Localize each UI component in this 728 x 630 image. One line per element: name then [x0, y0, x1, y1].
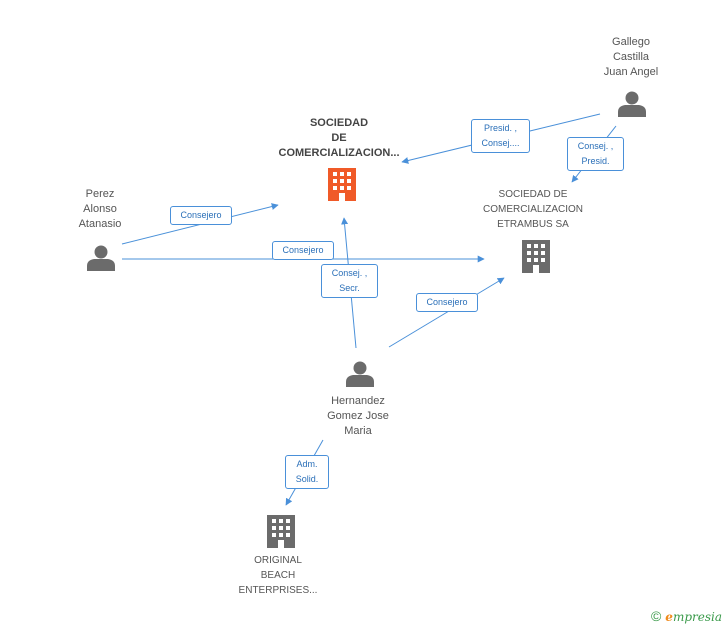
person-icon-gallego[interactable] — [618, 91, 646, 118]
edge-label-gallego-etrambus[interactable]: Consej. , Presid. — [567, 137, 624, 171]
edge-label-perez-etrambus[interactable]: Consejero — [272, 241, 334, 260]
building-icon-etrambus[interactable] — [522, 240, 550, 273]
edge-label-perez-main[interactable]: Consejero — [170, 206, 232, 225]
edge-label-hernandez-etrambus[interactable]: Consejero — [416, 293, 478, 312]
node-label-gallego[interactable]: Gallego Castilla Juan Angel — [603, 36, 659, 78]
brand-text: mpresia — [672, 610, 722, 624]
node-label-original-beach[interactable]: ORIGINAL BEACH ENTERPRISES... — [238, 555, 318, 596]
person-icon-perez[interactable] — [87, 245, 115, 272]
edge-label-hernandez-original[interactable]: Adm. Solid. — [285, 455, 329, 489]
empresia-logo[interactable]: ©empresia — [651, 608, 722, 624]
node-label-perez[interactable]: Perez Alonso Atanasio — [78, 188, 122, 230]
edge-label-hernandez-main[interactable]: Consej. , Secr. — [321, 264, 378, 298]
edge-label-gallego-main[interactable]: Presid. , Consej.... — [471, 119, 530, 153]
edge-hernandez-etrambus — [388, 277, 505, 348]
building-icon-original[interactable] — [267, 515, 295, 548]
node-label-main-company[interactable]: SOCIEDAD DE COMERCIALIZACION... — [278, 117, 400, 159]
node-label-hernandez[interactable]: Hernandez Gomez Jose Maria — [327, 395, 389, 437]
brand-e: e — [665, 610, 673, 624]
building-icon-main[interactable] — [328, 168, 356, 201]
copyright-symbol: © — [650, 608, 662, 624]
node-label-etrambus[interactable]: SOCIEDAD DE COMERCIALIZACION ETRAMBUS SA — [482, 189, 583, 230]
person-icon-hernandez[interactable] — [346, 361, 374, 388]
